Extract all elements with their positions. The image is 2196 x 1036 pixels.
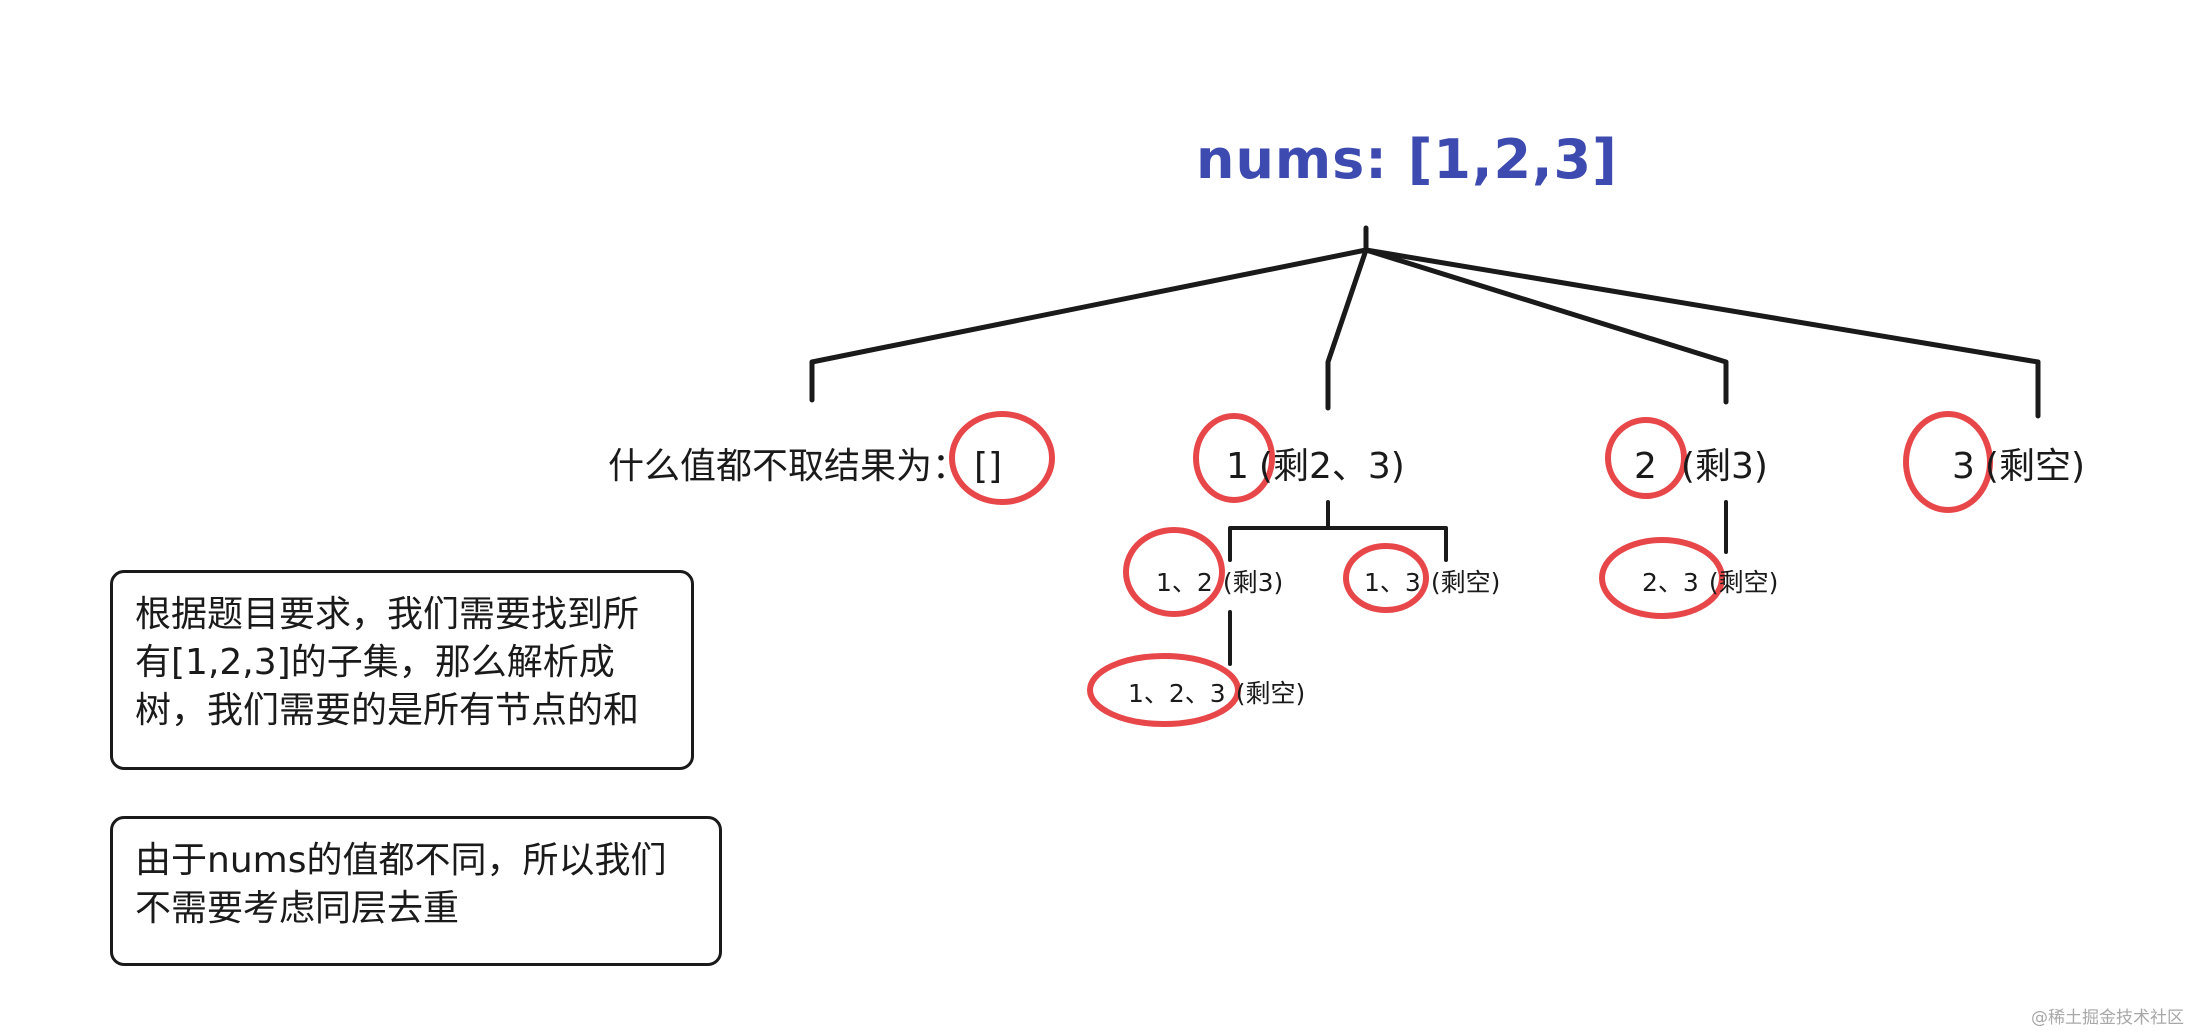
edge-root-1: [1325, 247, 1369, 411]
node-1-label: 1(剩2、3): [1226, 437, 1405, 489]
edge-root-2: [1363, 247, 1729, 405]
node-12-remaining: (剩3): [1222, 568, 1284, 597]
node-123-value: 1、2、3: [1128, 679, 1226, 708]
empty-result-value: []: [974, 446, 1003, 487]
highlight-circle-12: [1123, 527, 1225, 617]
highlight-circle-123: [1087, 653, 1241, 727]
node-3-label: 3(剩空): [1952, 437, 2085, 489]
node-3-remaining: (剩空): [1984, 446, 2085, 487]
page-title: nums: [1,2,3]: [1196, 128, 1618, 191]
edge-root-3: [1363, 247, 2041, 419]
highlight-circle-23: [1599, 537, 1725, 619]
node-1-value: 1: [1226, 446, 1249, 487]
watermark: @稀土掘金技术社区: [2031, 1008, 2184, 1028]
node-12-value: 1、2: [1156, 568, 1213, 597]
edge-root-empty: [809, 247, 1369, 403]
empty-result-prefix: 什么值都不取结果为：: [608, 446, 969, 487]
node-13-remaining: (剩空): [1430, 568, 1501, 597]
highlight-circle-empty: [949, 411, 1055, 505]
node-123-remaining: (剩空): [1235, 679, 1306, 708]
highlight-circle-1: [1193, 413, 1275, 503]
subset-note-text: 根据题目要求，我们需要找到所有[1,2,3]的子集，那么解析成树，我们需要的是所…: [135, 594, 640, 731]
node-13-value: 1、3: [1364, 568, 1421, 597]
subset-note-box: 根据题目要求，我们需要找到所有[1,2,3]的子集，那么解析成树，我们需要的是所…: [110, 570, 694, 770]
dedup-note-text: 由于nums的值都不同，所以我们不需要考虑同层去重: [135, 840, 667, 929]
node-2-remaining: (剩3): [1680, 446, 1768, 487]
node-2-label: 2 (剩3): [1634, 437, 1768, 489]
node-1-remaining: (剩2、3): [1258, 446, 1405, 487]
node-23-label: 2、3 (剩空): [1642, 563, 1778, 599]
edge-1-children-bar: [1228, 526, 1448, 562]
node-123-label: 1、2、3 (剩空): [1128, 674, 1305, 710]
node-23-remaining: (剩空): [1708, 568, 1779, 597]
node-12-label: 1、2 (剩3): [1156, 563, 1283, 599]
node-2-value: 2: [1634, 446, 1657, 487]
node-13-label: 1、3 (剩空): [1364, 563, 1500, 599]
highlight-circle-2: [1605, 417, 1687, 499]
node-23-value: 2、3: [1642, 568, 1699, 597]
dedup-note-box: 由于nums的值都不同，所以我们不需要考虑同层去重: [110, 816, 722, 966]
highlight-circle-3: [1903, 411, 1993, 513]
empty-result-label: 什么值都不取结果为：[]: [608, 437, 1002, 489]
highlight-circle-13: [1343, 543, 1429, 613]
node-3-value: 3: [1952, 446, 1975, 487]
